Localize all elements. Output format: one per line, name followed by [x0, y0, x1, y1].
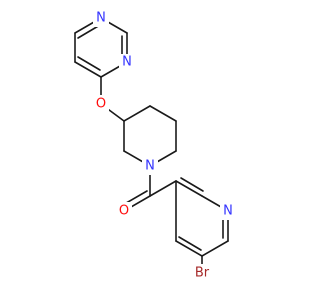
atom-label-n: N — [122, 55, 132, 70]
atom-labels: N N O N O N Br — [93, 9, 236, 282]
bond — [178, 236, 202, 251]
bond — [180, 177, 204, 192]
bond — [74, 61, 102, 78]
bond — [201, 240, 229, 257]
atom-label-n: N — [223, 204, 233, 219]
bond — [77, 24, 101, 39]
bond — [175, 240, 203, 257]
atom-label-n: N — [145, 159, 155, 174]
atom-label-o: O — [119, 204, 129, 219]
bond — [149, 180, 177, 197]
molecule-svg: N N O N O N Br — [74, 9, 236, 282]
bond — [77, 56, 101, 71]
bonds — [74, 17, 229, 273]
atom-label-br: Br — [195, 266, 210, 281]
bond — [175, 180, 203, 197]
bond — [149, 105, 177, 122]
bond — [123, 105, 151, 122]
atom-label-o: O — [96, 97, 106, 112]
atom-label-n: N — [96, 11, 106, 26]
molecule-diagram: N N O N O N Br — [74, 9, 236, 282]
